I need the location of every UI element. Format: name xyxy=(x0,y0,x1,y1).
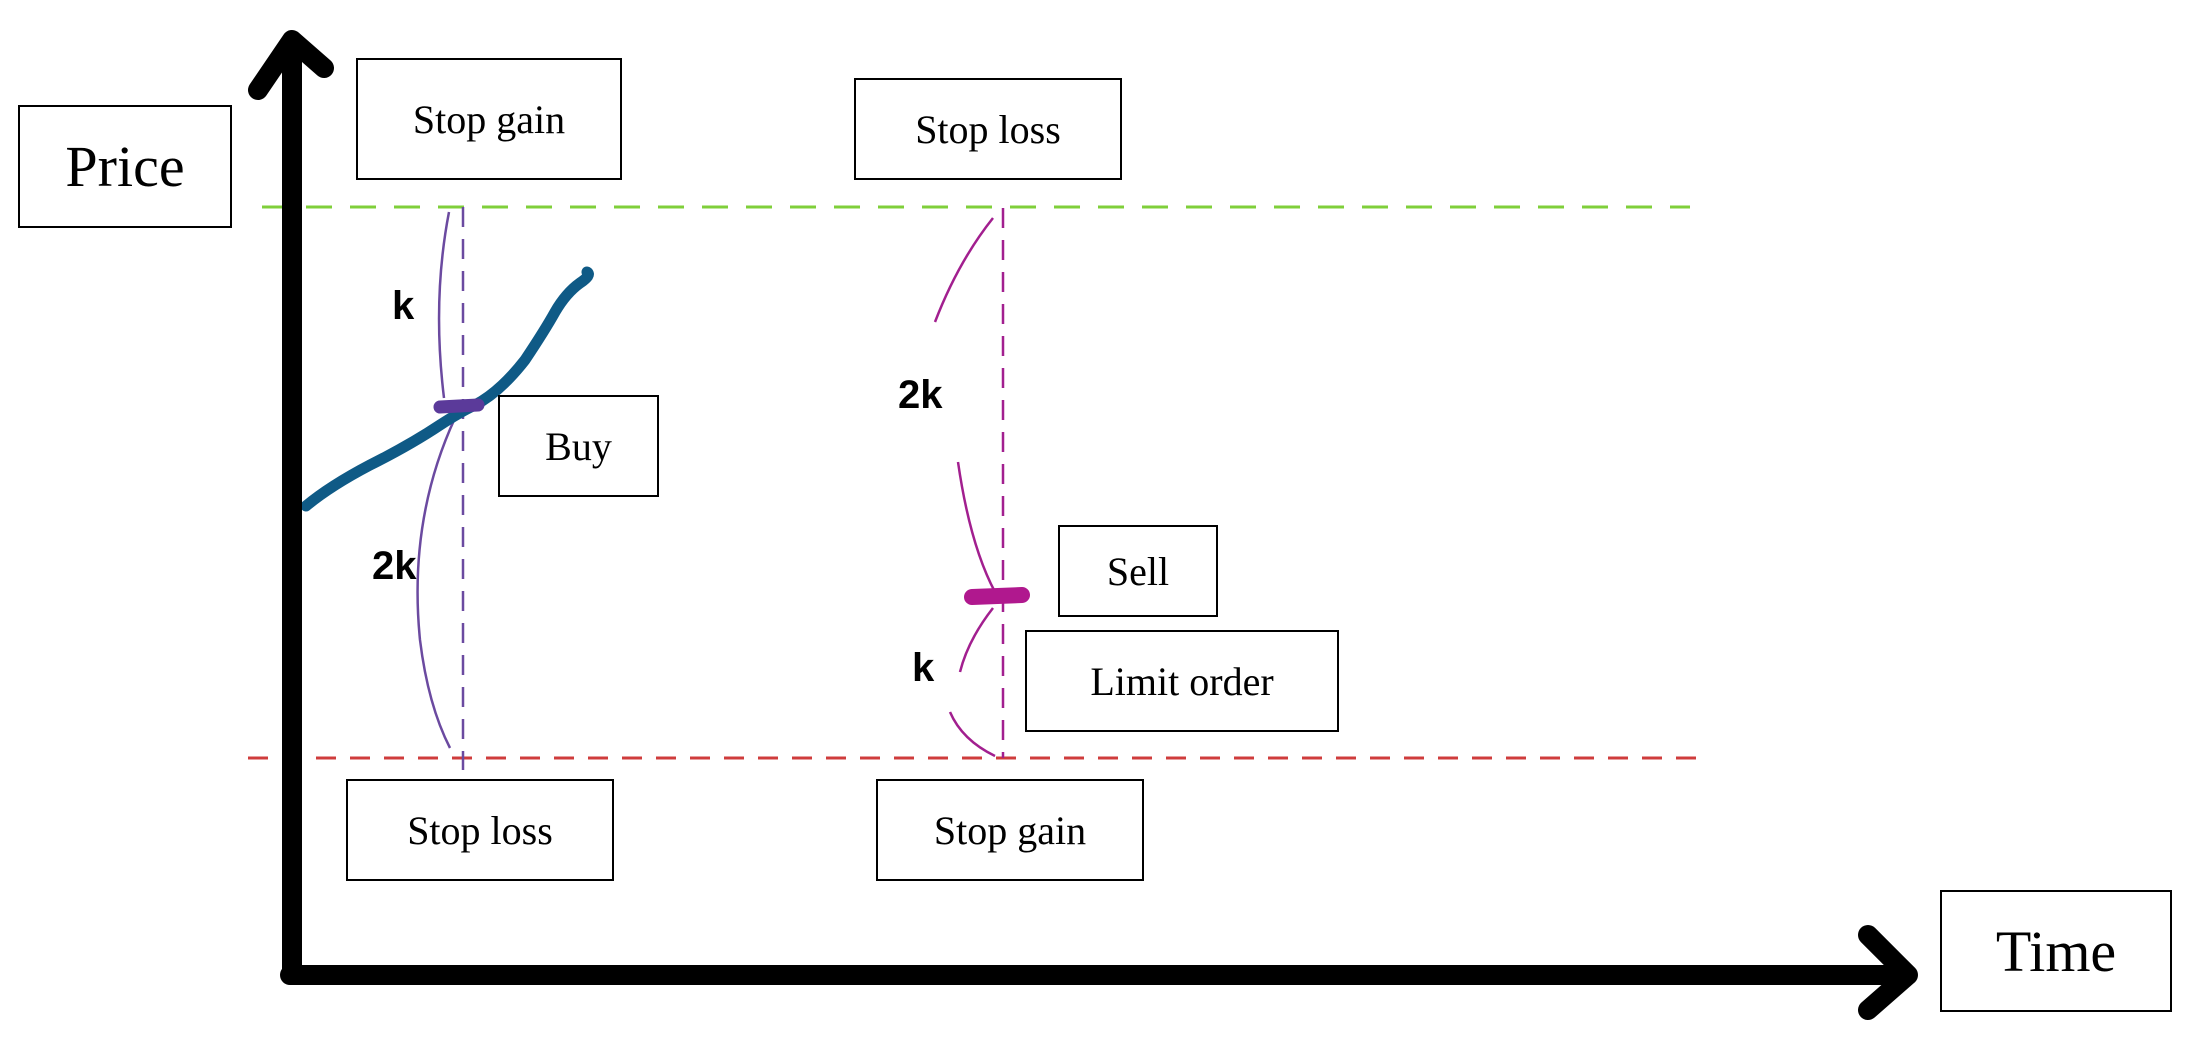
short-lower-distance: k xyxy=(912,646,935,690)
short-lower-bracket-lower-arc xyxy=(948,711,996,758)
long-lower-distance: 2k xyxy=(372,544,417,588)
short-upper-bracket-lower-arc xyxy=(956,461,997,593)
short-upper-bracket xyxy=(933,217,994,323)
time-axis-label: Time xyxy=(1940,890,2172,1012)
y-axis-arrowhead xyxy=(248,30,334,100)
price-axis-label: Price xyxy=(18,105,232,228)
long-lower-bracket xyxy=(416,417,457,749)
buy-marker xyxy=(433,398,485,414)
short-upper-distance: 2k xyxy=(898,373,943,417)
long-stop-loss-label: Stop loss xyxy=(346,779,614,881)
long-upper-distance: k xyxy=(392,284,415,328)
sell-label: Sell xyxy=(1058,525,1218,617)
x-axis-arrowhead xyxy=(1858,925,1918,1020)
buy-label: Buy xyxy=(498,395,659,497)
sell-marker xyxy=(964,587,1030,605)
short-stop-loss-label: Stop loss xyxy=(854,78,1122,180)
price-path xyxy=(300,266,594,512)
long-stop-gain-label: Stop gain xyxy=(356,58,622,180)
long-upper-bracket xyxy=(437,211,451,399)
short-lower-bracket xyxy=(958,607,994,673)
short-stop-gain-label: Stop gain xyxy=(876,779,1144,881)
limit-order-label: Limit order xyxy=(1025,630,1339,732)
